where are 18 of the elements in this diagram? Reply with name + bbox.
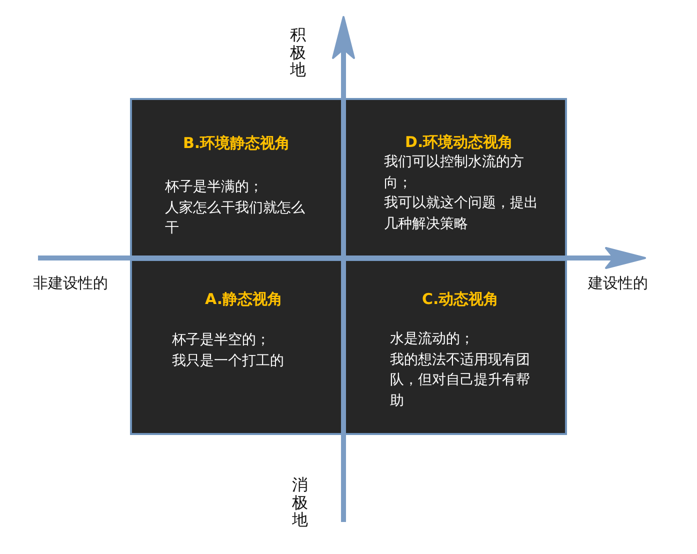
description-text: 我只是一个打工的 [172,352,284,370]
axis-label: 积极地 [290,26,306,79]
axis-label: 消极地 [292,476,308,529]
quadrant-panel [344,259,567,435]
quadrant-heading: C.动态视角 [422,290,499,308]
description-text: 人家怎么干我们就怎么干 [165,198,306,238]
description-text: 水是流动的； [390,330,474,349]
quadrant-heading: D.环境动态视角 [405,133,514,151]
description-text: 我可以就这个问题，提出几种解决策略 [384,194,539,234]
description-text: 我的想法不适用现有团队，但对自己提升有帮助 [390,350,531,410]
description-text: 杯子是半满的； [165,178,263,197]
axis-label: 非建设性的 [33,274,108,292]
quadrant-heading: A.静态视角 [205,290,283,308]
description-text: 杯子是半空的； [172,331,270,350]
quadrant-panel [130,259,344,435]
quadrant-heading: B.环境静态视角 [183,134,290,152]
description-text: 我们可以控制水流的方向； [384,153,525,192]
axis-label: 建设性的 [588,274,648,292]
